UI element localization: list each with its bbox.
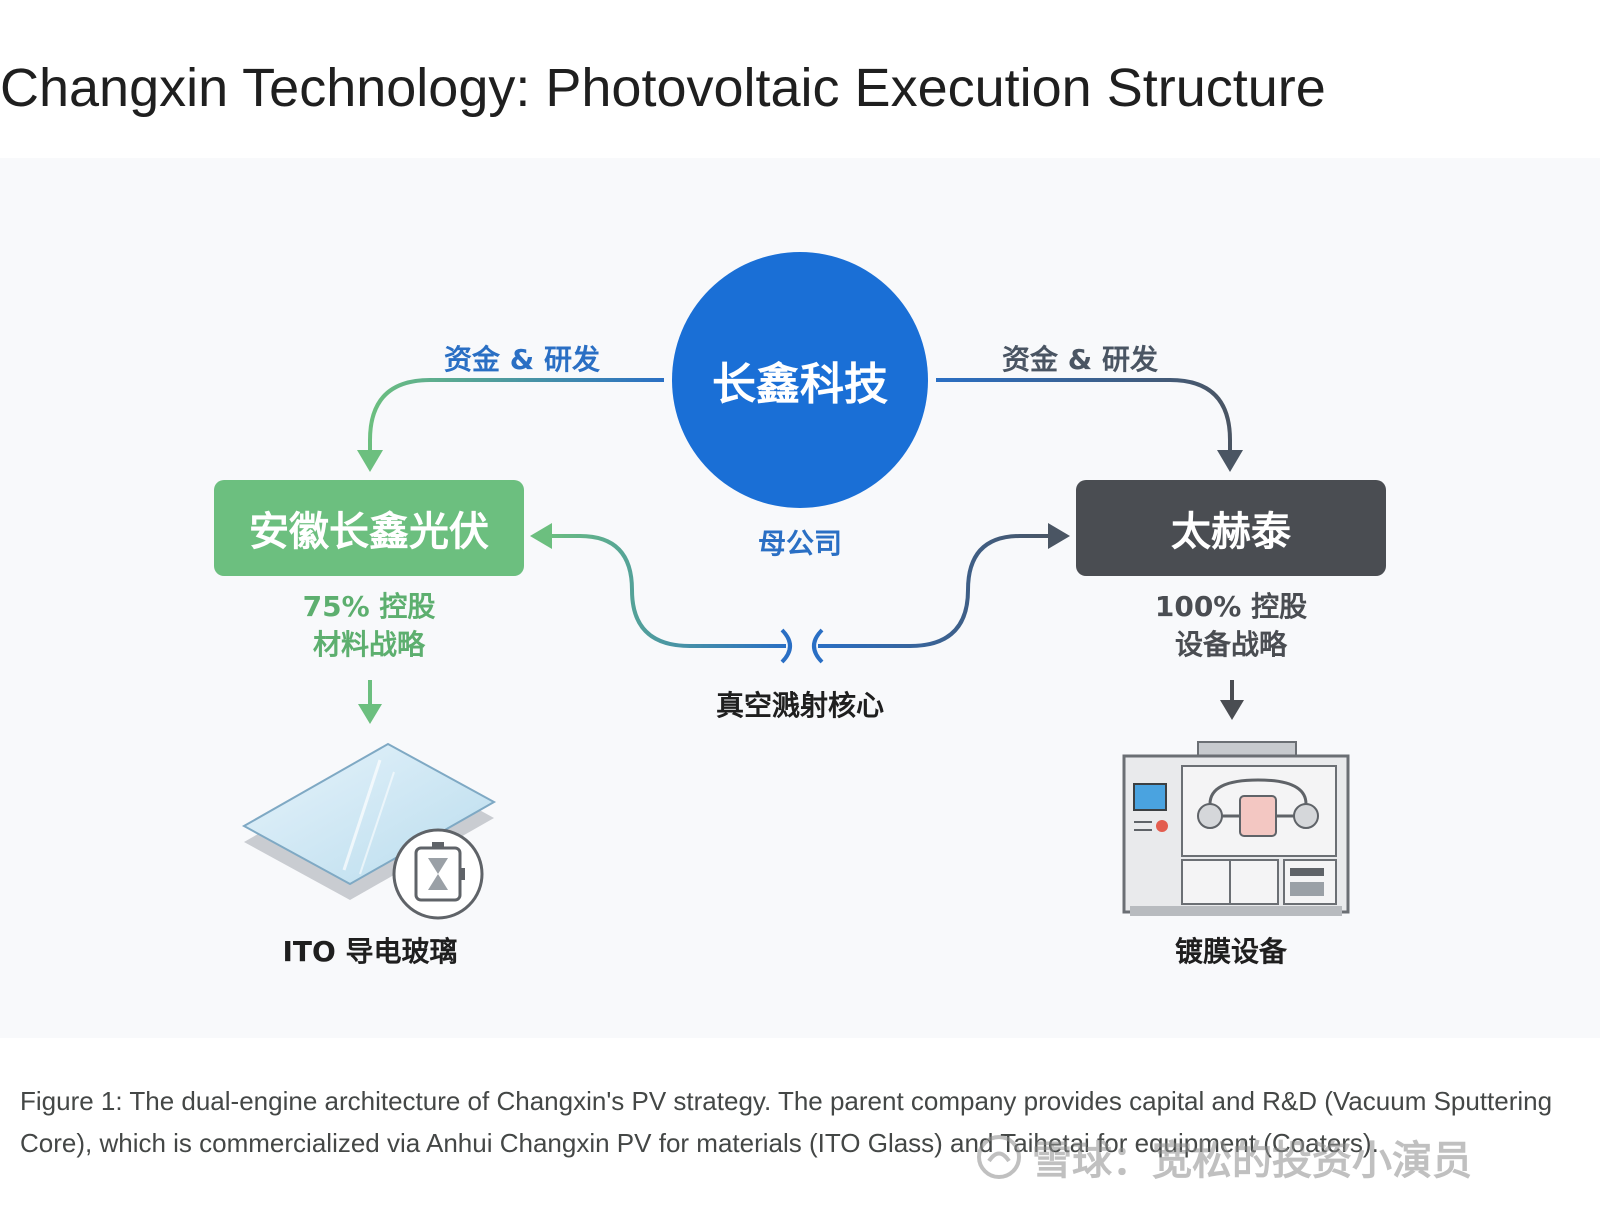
right-subsidiary-strategy: 设备战略 xyxy=(1174,628,1287,661)
figure-caption: Figure 1: The dual-engine architecture o… xyxy=(20,1086,1553,1158)
watermark-text: 雪球：宽松的投资小演员 xyxy=(1032,1138,1472,1184)
core-arrowhead-right xyxy=(1048,523,1070,549)
left-product-label: ITO 导电玻璃 xyxy=(282,935,458,968)
snowball-logo-icon xyxy=(977,1135,1021,1179)
right-subsidiary-name: 太赫泰 xyxy=(1171,509,1291,555)
parent-company-name: 长鑫科技 xyxy=(712,359,888,410)
ito-glass-icon xyxy=(241,742,497,920)
page-title: Changxin Technology: Photovoltaic Execut… xyxy=(0,58,1326,118)
core-link-right xyxy=(818,534,1055,648)
parent-company-caption: 母公司 xyxy=(757,527,842,560)
left-subsidiary-strategy: 材料战略 xyxy=(312,628,425,661)
core-label: 真空溅射核心 xyxy=(715,689,884,722)
right-subsidiary-node: 太赫泰 xyxy=(1076,480,1386,576)
flow-arrow-left xyxy=(368,378,664,462)
coater-equipment-icon xyxy=(1122,741,1350,916)
core-bracket-left xyxy=(780,628,792,664)
flow-arrow-right xyxy=(936,378,1232,462)
parent-company-node: 长鑫科技 xyxy=(672,252,928,508)
right-subsidiary-stake: 100% 控股 xyxy=(1154,590,1308,623)
flow-label-left: 资金 & 研发 xyxy=(444,343,600,376)
left-subsidiary-name: 安徽长鑫光伏 xyxy=(249,509,489,555)
core-bracket-right xyxy=(812,628,824,664)
left-subsidiary-stake-block: 75% 控股 材料战略 xyxy=(219,588,519,664)
watermark: 雪球：宽松的投资小演员 xyxy=(976,1128,1472,1186)
flow-arrowhead-right xyxy=(1217,450,1243,472)
right-product-label: 镀膜设备 xyxy=(1174,935,1287,968)
flow-label-right: 资金 & 研发 xyxy=(1002,343,1158,376)
left-subsidiary-stake: 75% 控股 xyxy=(302,590,436,623)
flow-arrowhead-left xyxy=(357,450,383,472)
right-subsidiary-stake-block: 100% 控股 设备战略 xyxy=(1081,588,1381,664)
core-link-left xyxy=(545,534,786,648)
left-subsidiary-node: 安徽长鑫光伏 xyxy=(214,480,524,576)
core-arrowhead-left xyxy=(530,523,552,549)
